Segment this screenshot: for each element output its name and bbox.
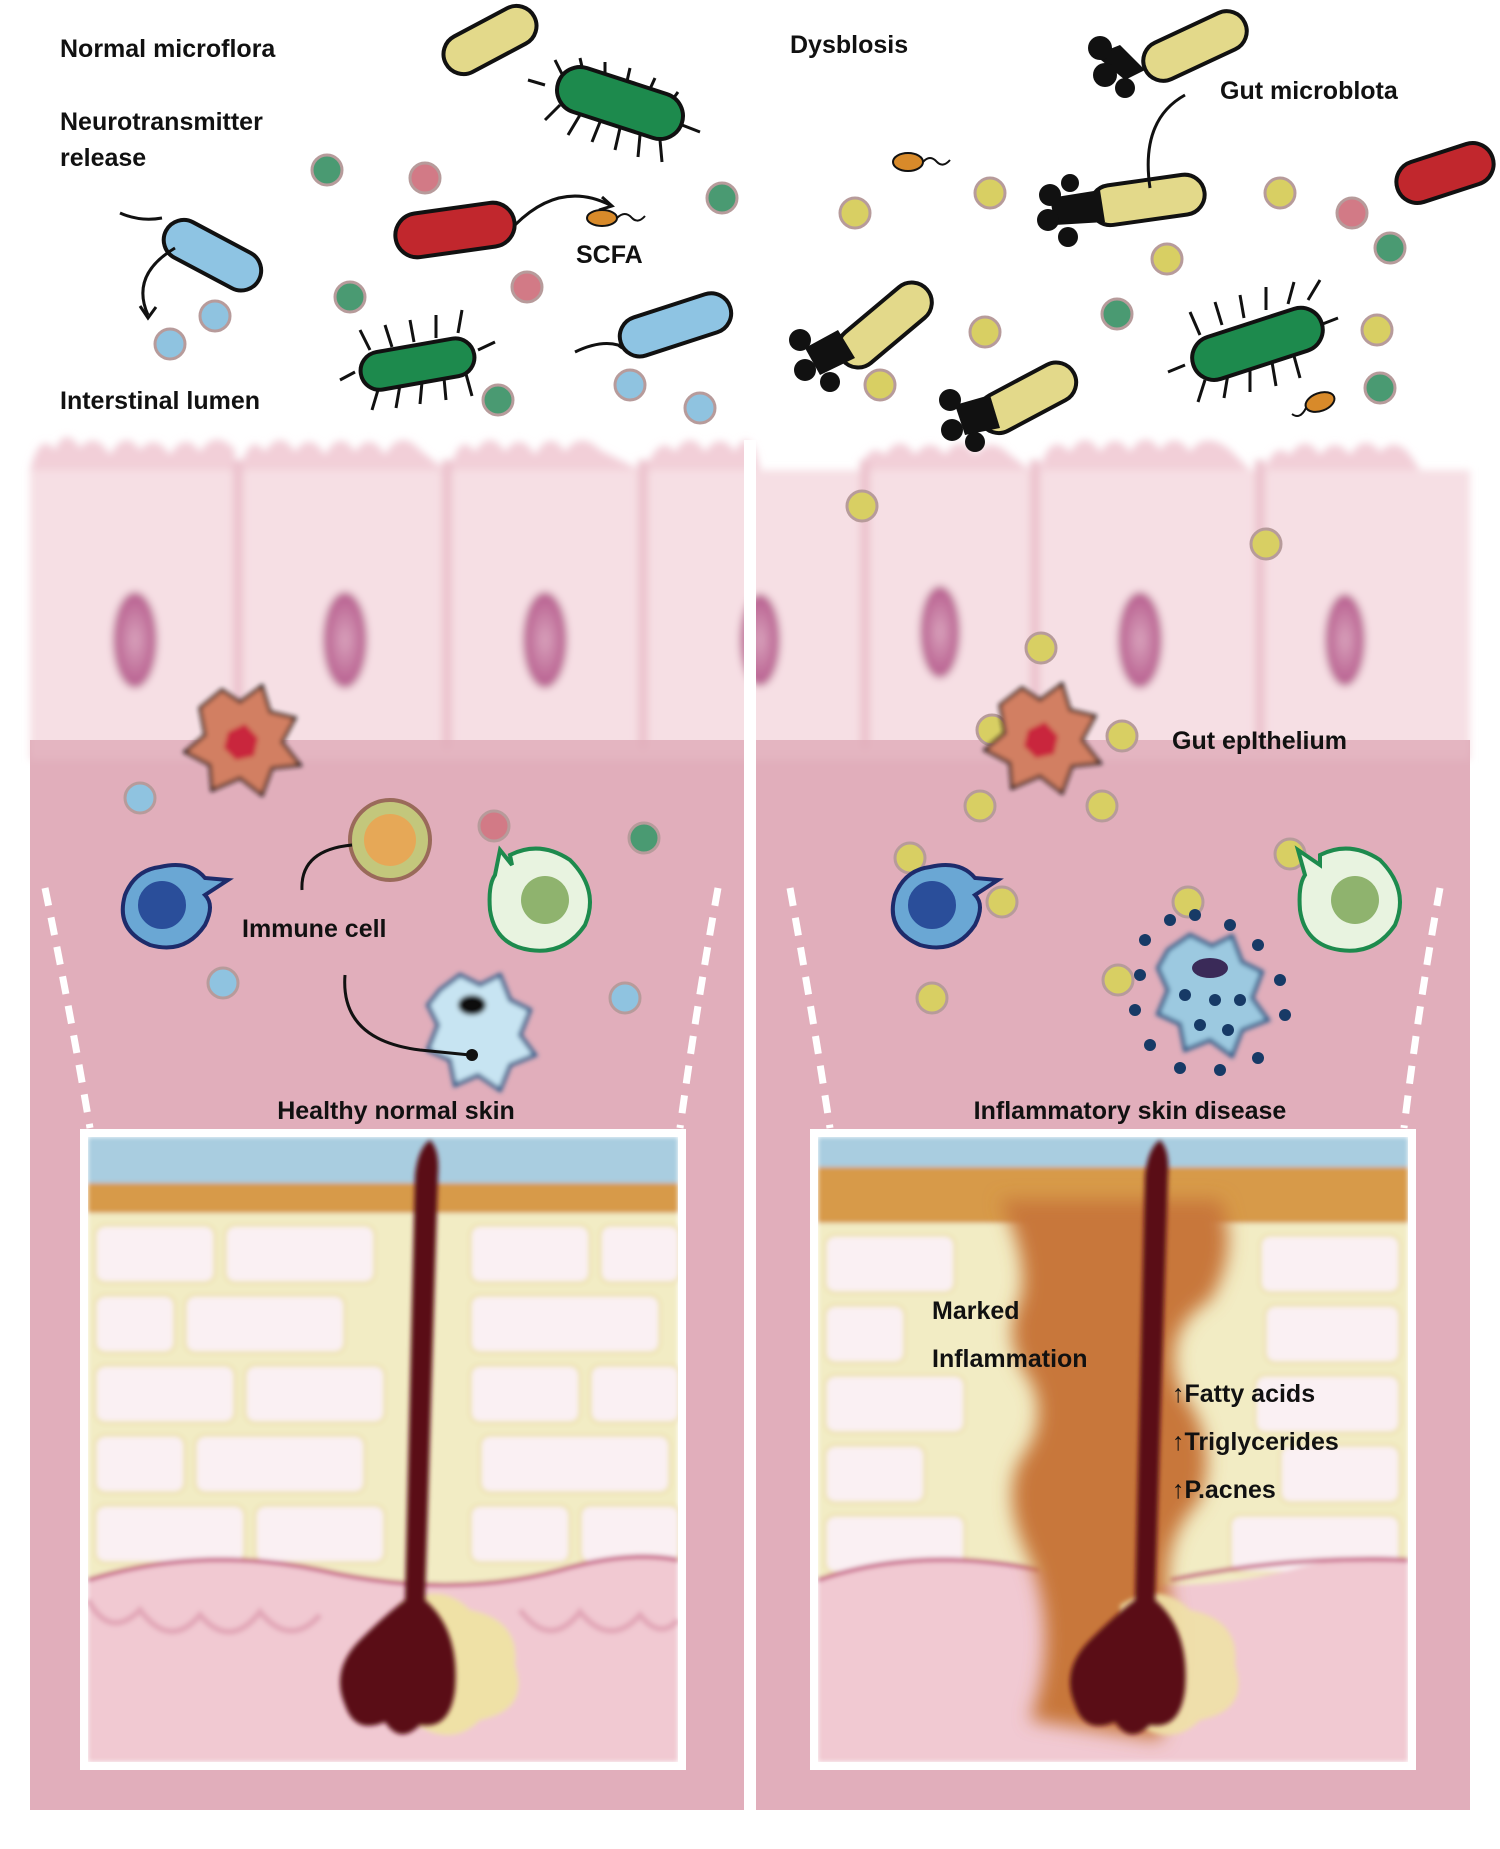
rod-bacterium-icon bbox=[574, 291, 734, 359]
rod-bacterium-icon bbox=[119, 211, 264, 321]
hair-follicle-icon bbox=[340, 1140, 456, 1735]
inflammatory-skin-title: Inflammatory skin disease bbox=[973, 1097, 1287, 1125]
rod-bacterium-icon bbox=[441, 3, 539, 77]
normal-microflora-label: Normal microflora bbox=[60, 35, 276, 63]
p-acnes-label: P.acnes bbox=[1184, 1476, 1276, 1504]
up-arrow-icon: ↑ bbox=[1172, 1380, 1185, 1408]
immune-cell-pointer-dot bbox=[466, 1049, 478, 1061]
rod-bacterium-icon bbox=[1088, 9, 1249, 98]
activated-macrophage-icon bbox=[1129, 909, 1291, 1076]
immune-cell-pointer-line bbox=[343, 974, 471, 1057]
scfa-molecule-icon bbox=[892, 152, 1336, 417]
healthy-skin-title: Healthy normal skin bbox=[277, 1097, 515, 1125]
rod-bacterium-icon bbox=[1394, 141, 1496, 205]
immune-cell-green-icon bbox=[487, 845, 592, 953]
flagellated-bacterium-icon bbox=[527, 57, 701, 163]
funnel-dashes bbox=[41, 887, 1444, 1129]
triglycerides-label: Triglycerides bbox=[1184, 1428, 1339, 1456]
triglycerides-item: ↑Triglycerides bbox=[1172, 1427, 1339, 1457]
rod-bacterium-icon bbox=[939, 360, 1079, 452]
neurotransmitter-release-label: Neurotransmitter release bbox=[60, 108, 263, 172]
immune-cell-blue-icon bbox=[120, 863, 234, 950]
rod-bacterium-icon bbox=[1037, 93, 1207, 247]
flagellated-bacterium-icon bbox=[1167, 279, 1339, 403]
immune-cell-blue-icon bbox=[890, 863, 1004, 950]
rod-bacterium-icon bbox=[393, 194, 615, 260]
macrophage-icon bbox=[425, 972, 539, 1094]
fatty-acids-label: Fatty acids bbox=[1184, 1380, 1316, 1408]
fatty-acids-item: ↑Fatty acids bbox=[1172, 1379, 1315, 1409]
marked-label: Marked bbox=[932, 1297, 1020, 1325]
intestinal-lumen-label: Interstinal lumen bbox=[60, 387, 261, 415]
p-acnes-item: ↑P.acnes bbox=[1172, 1475, 1276, 1505]
up-arrow-icon: ↑ bbox=[1172, 1428, 1185, 1456]
healthy-skin-box bbox=[80, 1129, 686, 1770]
rod-bacterium-icon bbox=[789, 280, 934, 392]
scfa-label: SCFA bbox=[576, 241, 643, 269]
panel-divider bbox=[744, 440, 756, 1849]
scfa-molecule-icon bbox=[586, 209, 646, 227]
dysbiosis-label: Dysblosis bbox=[790, 31, 909, 59]
up-arrow-icon: ↑ bbox=[1172, 1476, 1185, 1504]
dendritic-cell-icon bbox=[982, 681, 1103, 796]
inflammation-label: Inflammation bbox=[932, 1345, 1088, 1373]
hair-follicle-icon bbox=[1070, 1140, 1186, 1735]
inflammation-zone bbox=[1000, 1200, 1228, 1740]
immune-cell-label: Immune cell bbox=[242, 915, 387, 943]
flagellated-bacterium-icon bbox=[339, 309, 496, 411]
gut-microbiota-label: Gut microblota bbox=[1220, 77, 1398, 105]
immune-cell-orange-icon bbox=[300, 798, 432, 891]
immune-cell-green-icon bbox=[1294, 845, 1402, 953]
dendritic-cell-icon bbox=[182, 683, 303, 798]
inflamed-skin-box bbox=[810, 1129, 1416, 1770]
gut-epithelium-label: Gut epIthelium bbox=[1172, 727, 1347, 755]
